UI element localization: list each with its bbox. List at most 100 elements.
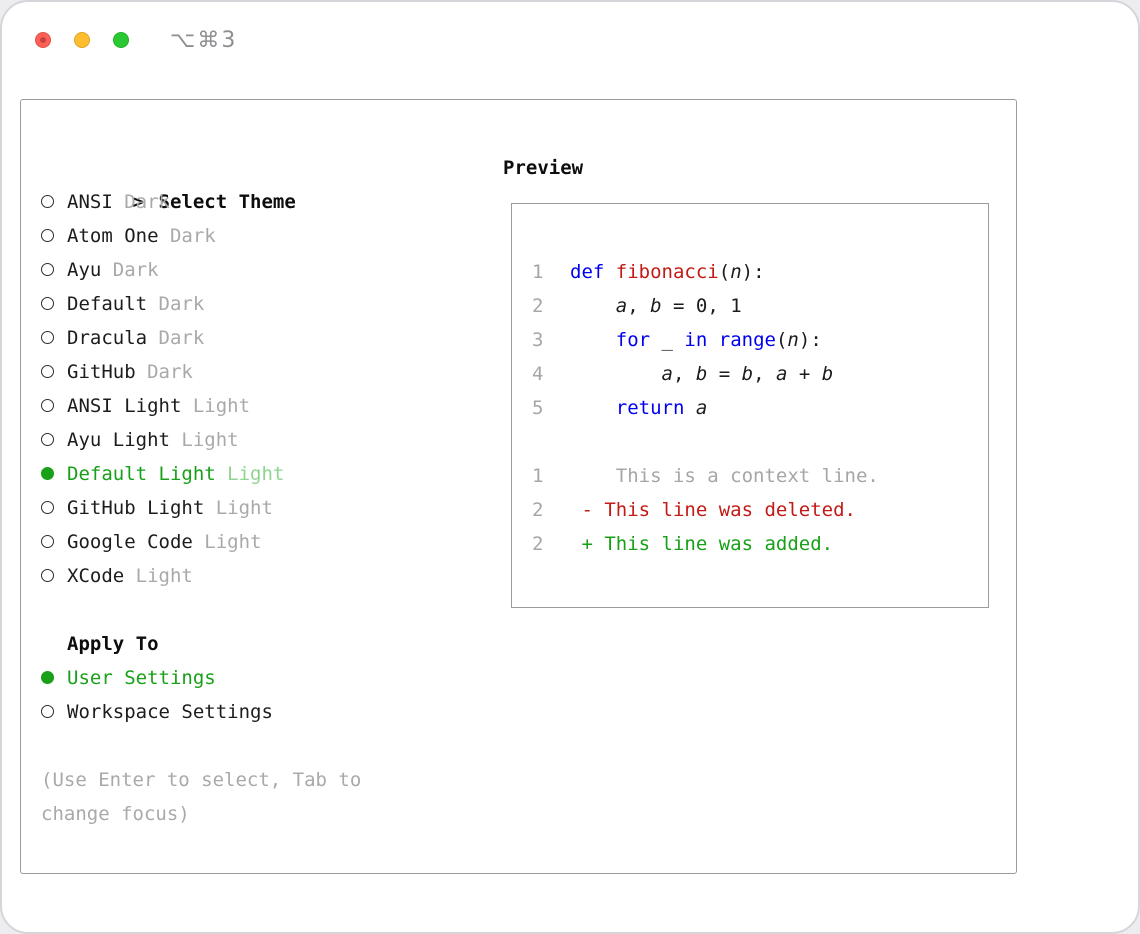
theme-name: GitHub Light: [67, 497, 216, 519]
theme-variant: Light: [215, 497, 273, 519]
theme-name: Ayu Light: [67, 429, 182, 451]
hint-text: (Use Enter to select, Tab to change focus…: [41, 763, 481, 831]
theme-name: Dracula: [67, 327, 159, 349]
hint-line: change focus): [41, 803, 190, 825]
radio-icon: [41, 704, 54, 718]
line-number: 5: [532, 397, 544, 419]
theme-option-xcode-light[interactable]: XCode Light: [41, 559, 481, 593]
apply-option-workspace-settings[interactable]: Workspace Settings: [41, 695, 481, 729]
theme-option-atom-one-dark[interactable]: Atom One Dark: [41, 219, 481, 253]
radio-icon: [41, 262, 54, 276]
radio-icon: [41, 432, 54, 446]
diff-text: + This line was added.: [570, 533, 834, 555]
apply-to-heading: Apply To: [67, 633, 159, 655]
theme-variant: Light: [181, 429, 239, 451]
code-line: 2 a, b = 0, 1: [512, 289, 988, 323]
theme-name: Google Code: [67, 531, 205, 553]
theme-option-ansi-light-light[interactable]: ANSI Light Light: [41, 389, 481, 423]
radio-icon: [41, 568, 54, 582]
close-button[interactable]: [35, 32, 51, 48]
theme-name: Default: [67, 293, 159, 315]
theme-option-github-dark[interactable]: GitHub Dark: [41, 355, 481, 389]
theme-option-google-code-light[interactable]: Google Code Light: [41, 525, 481, 559]
code-text: a, b = b, a + b: [661, 363, 834, 385]
theme-name: ANSI: [67, 191, 125, 213]
line-number: 4: [532, 363, 544, 385]
hint-line: (Use Enter to select, Tab to: [41, 769, 362, 791]
theme-name: Ayu: [67, 259, 113, 281]
diff-line-deleted: 2 - This line was deleted.: [512, 493, 988, 527]
window-shortcut-label: ⌥⌘3: [170, 27, 238, 53]
minimize-button[interactable]: [74, 32, 90, 48]
cursor-indicator: >: [132, 191, 144, 213]
line-number: 2: [532, 295, 544, 317]
radio-selected-icon: [41, 670, 54, 684]
line-number: 2: [532, 533, 544, 555]
diff-text: - This line was deleted.: [570, 499, 856, 521]
radio-icon: [41, 194, 54, 208]
code-text: def fibonacci(n):: [570, 261, 765, 283]
code-line: 5 return a: [512, 391, 988, 425]
radio-icon: [41, 228, 54, 242]
radio-icon: [41, 534, 54, 548]
apply-option-label: User Settings: [67, 667, 216, 689]
radio-icon: [41, 364, 54, 378]
theme-variant: Light: [135, 565, 193, 587]
theme-variant: Light: [192, 395, 251, 417]
theme-option-default-light-light[interactable]: Default Light Light: [41, 457, 481, 491]
theme-option-ayu-dark[interactable]: Ayu Dark: [41, 253, 481, 287]
theme-option-github-light-light[interactable]: GitHub Light Light: [41, 491, 481, 525]
code-line: 1 def fibonacci(n):: [512, 255, 988, 289]
theme-option-dracula-dark[interactable]: Dracula Dark: [41, 321, 481, 355]
diff-line-added: 2 + This line was added.: [512, 527, 988, 561]
theme-option-ayu-light-light[interactable]: Ayu Light Light: [41, 423, 481, 457]
diff-text: This is a context line.: [570, 465, 879, 487]
theme-variant: Light: [204, 531, 262, 553]
theme-option-default-dark[interactable]: Default Dark: [41, 287, 481, 321]
diff-line-context: 1 This is a context line.: [512, 459, 988, 493]
diff-preview: 1 This is a context line.2 - This line w…: [512, 459, 988, 561]
apply-option-user-settings[interactable]: User Settings: [41, 661, 481, 695]
preview-heading: Preview: [503, 157, 584, 179]
line-number: 3: [532, 329, 544, 351]
line-number: 1: [532, 465, 544, 487]
select-theme-heading: > Select Theme: [41, 151, 481, 213]
theme-name: Default Light: [67, 463, 228, 485]
theme-variant: Dark: [158, 293, 205, 315]
radio-icon: [41, 500, 54, 514]
code-text: for _ in range(n):: [615, 329, 822, 351]
titlebar: ⌥⌘3: [35, 28, 237, 53]
theme-name: GitHub: [67, 361, 148, 383]
code-line: 4 a, b = b, a + b: [512, 357, 988, 391]
theme-variant: Light: [227, 463, 285, 485]
apply-option-label: Workspace Settings: [67, 701, 273, 723]
code-line: 3 for _ in range(n):: [512, 323, 988, 357]
theme-name: ANSI Light: [67, 395, 193, 417]
theme-option-ansi-dark[interactable]: ANSI Dark: [41, 185, 481, 219]
theme-name: XCode: [67, 565, 136, 587]
theme-variant: Dark: [124, 191, 170, 213]
theme-variant: Dark: [169, 225, 216, 247]
theme-name: Atom One: [67, 225, 170, 247]
code-text: return a: [615, 397, 708, 419]
spacer: [41, 593, 481, 627]
zoom-button[interactable]: [113, 32, 129, 48]
theme-variant: Dark: [147, 361, 193, 383]
select-theme-title: Select Theme: [158, 191, 296, 213]
line-number: 2: [532, 499, 544, 521]
radio-selected-icon: [41, 466, 54, 480]
line-number: 1: [532, 261, 544, 283]
theme-variant: Dark: [158, 327, 205, 349]
code-text: a, b = 0, 1: [615, 295, 742, 317]
theme-variant: Dark: [112, 259, 159, 281]
radio-icon: [41, 398, 54, 412]
spacer: [512, 425, 988, 459]
radio-icon: [41, 330, 54, 344]
